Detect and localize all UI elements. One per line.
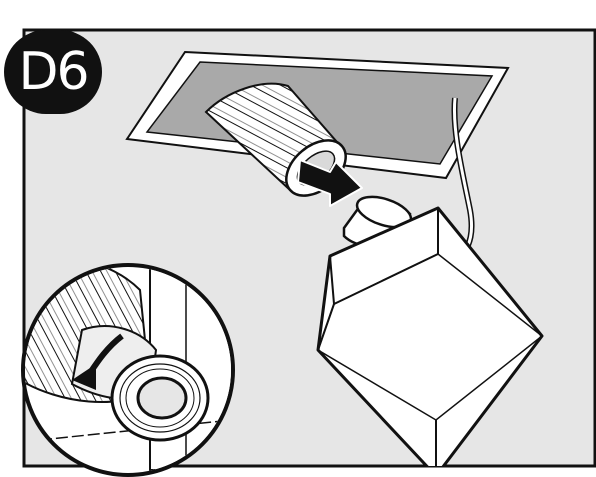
tape-roll-icon [112, 356, 208, 440]
step-badge: D6 [4, 30, 102, 114]
step-label: D6 [18, 42, 87, 102]
